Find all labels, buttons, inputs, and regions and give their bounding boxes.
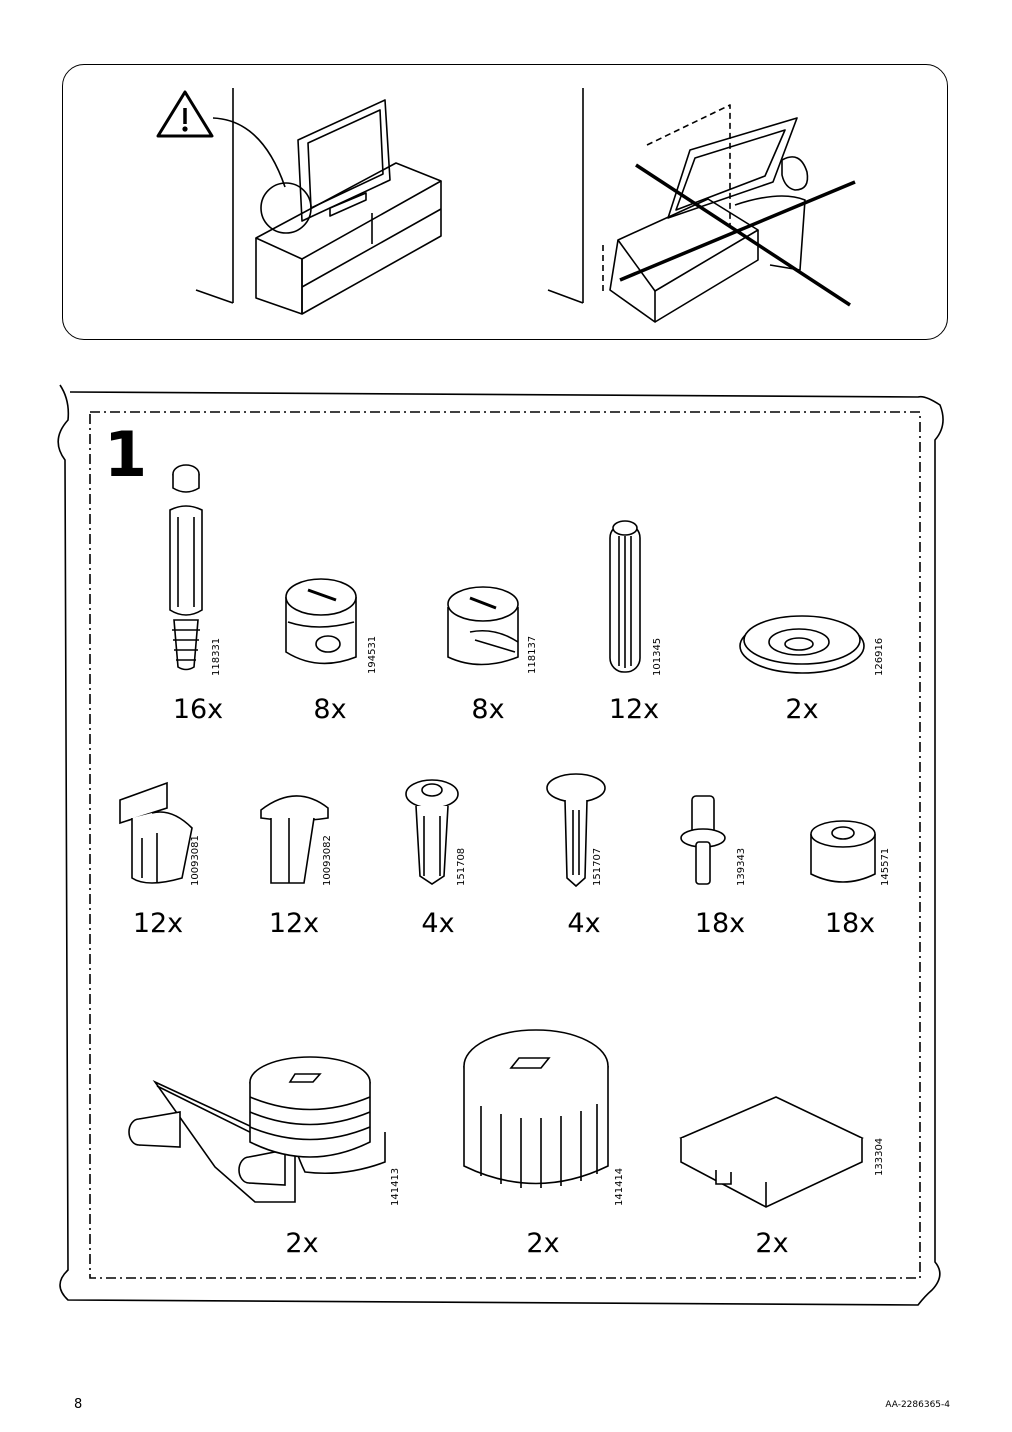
- page-number: 8: [74, 1397, 83, 1412]
- wall-plug-large-icon: [405, 779, 459, 885]
- part-code: 194531: [367, 635, 378, 674]
- part-code: 118137: [527, 635, 538, 674]
- part-code: 10093082: [322, 835, 333, 886]
- step-number: 1: [104, 418, 148, 491]
- part-code: 141414: [614, 1167, 625, 1206]
- part-code: 151708: [456, 847, 467, 886]
- part-qty: 2x: [785, 694, 819, 725]
- part-qty: 2x: [526, 1228, 560, 1259]
- part-qty: 8x: [471, 694, 505, 725]
- part-code: 145571: [880, 847, 891, 886]
- pin-peg-icon: [680, 795, 726, 885]
- part-qty: 16x: [172, 694, 224, 725]
- part-code: 133304: [874, 1137, 885, 1176]
- part-code: 141413: [390, 1167, 401, 1206]
- part-code: 126916: [874, 637, 885, 676]
- document-id: AA-2286365-4: [885, 1400, 950, 1410]
- part-code: 139343: [736, 847, 747, 886]
- part-qty: 18x: [824, 908, 876, 939]
- part-qty: 2x: [755, 1228, 789, 1259]
- shelf-support-bracket-icon: [119, 781, 193, 884]
- part-qty: 2x: [285, 1228, 319, 1259]
- glide-disc-icon: [739, 615, 865, 674]
- part-qty: 8x: [313, 694, 347, 725]
- part-code: 118331: [211, 637, 222, 676]
- cam-bolt-icon: [169, 464, 203, 671]
- wall-plug-head-icon: [546, 773, 606, 888]
- cam-lock-small-icon: [447, 586, 519, 666]
- wood-dowel-icon: [609, 520, 641, 673]
- part-qty: 18x: [694, 908, 746, 939]
- part-code: 10093081: [190, 835, 201, 886]
- adjustable-foot-cap-icon: [463, 1029, 609, 1188]
- shelf-support-icon: [260, 795, 329, 884]
- round-spacer-icon: [810, 820, 876, 883]
- part-code: 101345: [652, 637, 663, 676]
- part-qty: 12x: [268, 908, 320, 939]
- square-pad-icon: [679, 1096, 864, 1208]
- part-qty: 4x: [421, 908, 455, 939]
- part-qty: 4x: [567, 908, 601, 939]
- cam-lock-icon: [285, 578, 357, 665]
- adjustable-foot-bracket-icon: [128, 1056, 386, 1203]
- warning-panel: [62, 64, 948, 340]
- part-qty: 12x: [608, 694, 660, 725]
- part-code: 151707: [592, 847, 603, 886]
- part-qty: 12x: [132, 908, 184, 939]
